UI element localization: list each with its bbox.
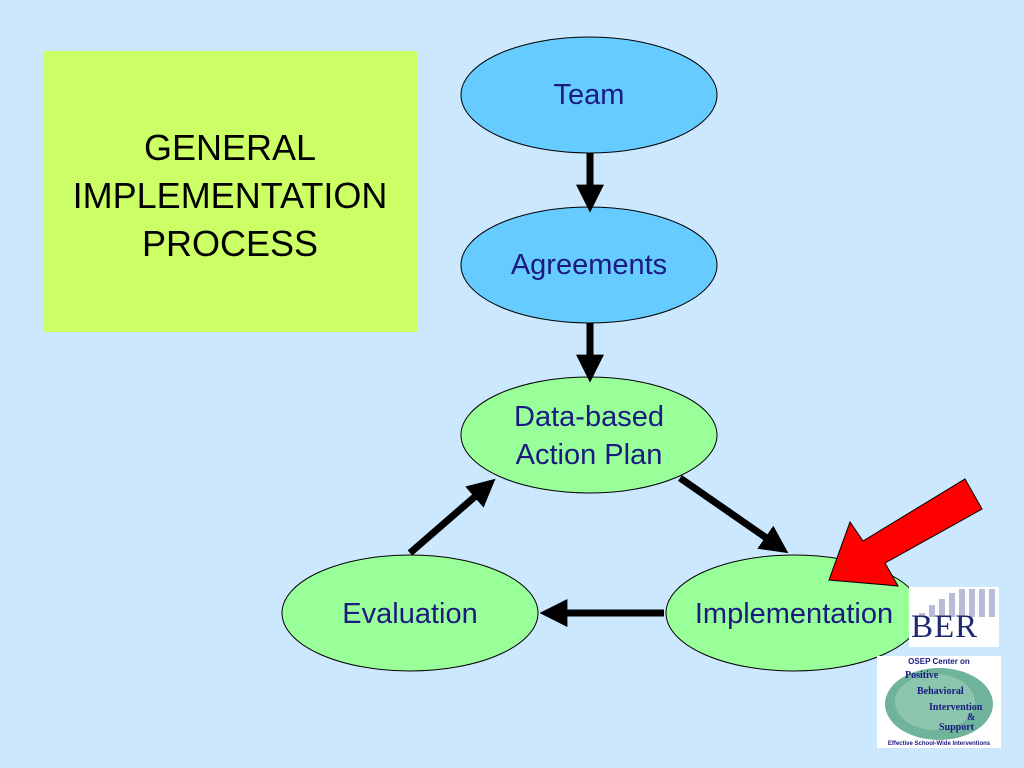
ber-logo: BER [909, 587, 999, 647]
label-agreements: Agreements [510, 249, 668, 281]
pbis-word-positive: Positive [905, 670, 939, 681]
pbis-word-and: & [967, 712, 976, 723]
pbis-footer: Effective School-Wide Interventions [887, 741, 991, 747]
pbis-word-behavioral: Behavioral [917, 686, 964, 697]
highlight-arrow [828, 478, 983, 587]
node-evaluation [281, 554, 539, 672]
title-box: GENERAL IMPLEMENTATION PROCESS [43, 51, 417, 332]
label-implementation: Implementation [694, 598, 894, 630]
label-evaluation: Evaluation [342, 598, 478, 630]
pbis-word-intervention: Intervention [929, 702, 983, 713]
pbis-header: OSEP Center on [908, 657, 970, 666]
label-team: Team [553, 79, 625, 111]
pbis-logo: OSEP Center on Positive Behavioral Inter… [877, 656, 1001, 748]
label-plan: Data-based Action Plan [514, 401, 664, 471]
arrow-plan-implementation [678, 475, 789, 554]
arrow-evaluation-plan [407, 478, 496, 556]
diagram-title: GENERAL IMPLEMENTATION PROCESS [72, 127, 388, 264]
ber-logo-text: BER [911, 609, 979, 645]
pbis-word-support: Support [939, 722, 975, 733]
